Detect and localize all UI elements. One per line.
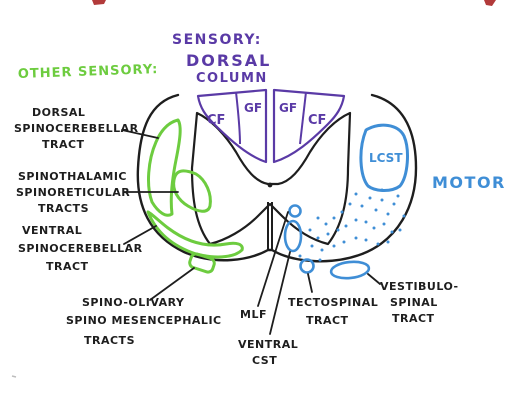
dorsal-column-right-divider [299, 91, 307, 145]
gracile-fasciculus-right-label: GF [279, 101, 297, 115]
dorsal-spino-leader [121, 129, 159, 139]
dorsal-column: CF GF GF CF [196, 88, 346, 164]
ventral-spinocerebellar-tract [146, 210, 244, 259]
cuneate-fasciculus-right-label: CF [308, 113, 326, 128]
other-sensory-tracts [146, 118, 244, 274]
sensory-heading-line1: SENSORY: [172, 32, 262, 48]
dorsal-column-left-divider [235, 91, 241, 145]
sensory-heading-line3: COLUMN [196, 71, 268, 86]
vestibulospinal-label-line2: SPINAL [390, 296, 438, 309]
spinothalamic-label-line3: TRACTS [38, 202, 89, 215]
ventral-cst-label-line1: VENTRAL [238, 338, 298, 351]
mlf-label: MLF [240, 308, 267, 321]
tectospinal-label-line2: TRACT [306, 314, 349, 327]
spinothalamic-tract [172, 169, 212, 213]
spino-olivary-label-line1: SPINO-OLIVARY [82, 296, 185, 309]
dorsal-column-left [196, 88, 268, 164]
tape-scrap-right [484, 0, 496, 6]
tectospinal-leader [307, 273, 313, 293]
dorsal-spino-label-line1: DORSAL [32, 106, 85, 119]
left-leader-lines [121, 129, 195, 301]
ventral-cst-label-line2: CST [252, 354, 277, 367]
left-labels: DORSAL SPINOCEREBELLAR TRACT SPINOTHALAM… [14, 106, 222, 347]
ventral-spino-leader [123, 225, 157, 245]
tectospinal-tract [299, 258, 315, 274]
vestibulospinal-tract [329, 260, 371, 280]
bottom-labels: MLF VENTRAL CST TECTOSPINAL TRACT VESTIB… [238, 280, 459, 367]
motor-heading: MOTOR [432, 173, 506, 192]
dorsal-spino-label-line2: SPINOCEREBELLAR [14, 122, 139, 135]
ventral-cst-tract [283, 219, 303, 253]
dorsal-column-right [272, 88, 346, 164]
ventral-median-fissure [267, 202, 273, 250]
other-sensory-heading: OTHER SENSORY: [18, 62, 159, 82]
cuneate-fasciculus-left-label: CF [207, 113, 225, 128]
spino-olivary-label-line3: TRACTS [84, 334, 135, 347]
spino-olivary-label-line2: SPINO MESENCEPHALIC [66, 314, 222, 327]
motor-tracts: LCST [283, 123, 409, 280]
bottom-leader-lines [257, 211, 381, 335]
tape-scrap-left [92, 0, 106, 5]
spinal-cord-outline [136, 93, 418, 263]
ventral-cst-leader [269, 251, 291, 335]
central-canal [267, 182, 273, 188]
spino-olivary-tract [188, 252, 216, 274]
gracile-fasciculus-left-label: GF [244, 101, 262, 115]
tectospinal-label-line1: TECTOSPINAL [288, 296, 378, 309]
sensory-heading: SENSORY: DORSAL COLUMN [172, 32, 271, 86]
ventral-spino-label-line1: VENTRAL [22, 224, 82, 237]
ventral-spino-label-line2: SPINOCEREBELLAR [18, 242, 143, 255]
mlf-leader [257, 211, 289, 307]
vestibulospinal-label-line1: VESTIBULO- [380, 280, 459, 293]
spino-olivary-leader [149, 267, 195, 301]
vestibulospinal-leader [367, 273, 381, 285]
lcst-label: LCST [369, 151, 403, 165]
sensory-heading-line2: DORSAL [186, 51, 271, 70]
mlf-tract [288, 204, 302, 218]
ventral-spino-label-line3: TRACT [46, 260, 89, 273]
spinothalamic-label-line2: SPINORETICULAR [16, 186, 130, 199]
pencil-mark [11, 375, 17, 378]
reticulospinal-dots [298, 188, 406, 262]
dorsal-spinocerebellar-tract [147, 118, 182, 217]
lateral-corticospinal-tract [359, 123, 409, 192]
vestibulospinal-label-line3: TRACT [392, 312, 435, 325]
dorsal-spino-label-line3: TRACT [42, 138, 85, 151]
spinothalamic-label-line1: SPINOTHALAMIC [18, 170, 127, 183]
grey-matter-butterfly [190, 111, 352, 246]
